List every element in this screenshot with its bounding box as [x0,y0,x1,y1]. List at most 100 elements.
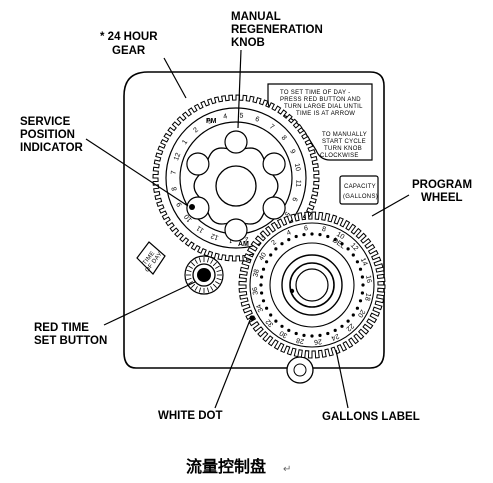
program-pin [358,267,363,271]
button-ridge [198,257,201,263]
button-ridge [216,269,222,272]
hour-numeral: 11 [195,224,205,234]
program-numeral: 6 [304,225,309,232]
hour-numeral: 10 [183,213,193,224]
program-pin [351,253,355,257]
hour-numeral: 5 [283,210,291,217]
hour-numeral: 9 [176,201,184,208]
hour-numeral: 2 [192,126,200,134]
button-ridge [188,265,193,269]
program-pin [274,319,278,323]
button-ridge [212,262,217,267]
program-pin [358,299,363,303]
knob-lobe [224,130,248,154]
button-ridge [191,262,196,267]
button-ridge [215,281,220,285]
knob-lobe [186,196,210,220]
hour-numeral: 8 [171,186,179,191]
program-pin [360,275,364,279]
program-pin [287,328,291,332]
program-numeral: 24 [330,332,340,342]
program-pin [261,299,266,303]
manual-regeneration-knob[interactable] [186,130,286,242]
button-ridge [215,265,220,269]
program-pin [280,324,284,328]
service-position-indicator [189,204,195,210]
capacity-label: CAPACITY [344,184,376,190]
set-time-instruction-1: TO SET TIME OF DAY - [280,90,350,96]
gallons-label: GALLONS LABEL [322,411,420,423]
caption-return-mark: ↵ [283,464,291,475]
program-numeral: 4 [286,229,293,237]
set-time-instruction-2: PRESS RED BUTTON AND [280,97,361,103]
button-ridge [210,259,214,264]
program-pin [260,291,264,295]
program-numeral: 34 [256,303,266,313]
program-label-1: PROGRAM [412,179,472,191]
red-button-label-2: SET BUTTON [34,335,107,347]
program-numeral: 36 [252,287,260,296]
hour-numeral: 6 [290,196,298,202]
manual-knob-label-3: KNOB [231,37,265,49]
knob-lobe [262,196,286,220]
white-dot-label: WHITE DOT [158,410,223,422]
hour-numeral: 2 [244,235,249,243]
program-pin [346,319,350,323]
program-pin [260,275,264,279]
program-numeral: 38 [252,269,260,278]
hour-numeral: 10 [293,163,301,172]
button-ridge [191,283,196,288]
program-pin [340,324,344,328]
bottom-plug-inner [293,363,307,377]
program-hub-core [295,268,329,302]
button-ridge [194,259,198,264]
program-numeral: 20 [356,308,366,318]
button-ridge [186,278,192,281]
program-numeral: 12 [349,242,359,253]
program-pin [318,233,322,237]
program-numeral: 14 [359,257,369,267]
capacity-unit: (GALLONS) [343,194,378,200]
set-time-instruction-4: TIME IS AT ARROW [296,111,355,117]
button-ridge [194,286,198,291]
program-numeral: 16 [364,275,372,284]
program-pin [259,283,263,287]
program-pin [274,247,278,251]
program-pin [333,238,337,242]
button-ridge [198,287,201,293]
button-ridge [207,257,210,263]
program-numeral: 22 [344,322,355,332]
program-pin [333,328,337,332]
service-label-3: INDICATOR [20,142,84,154]
white-dot [249,315,255,321]
program-pin [310,232,314,236]
knob-lobe [224,218,248,242]
program-pin [310,334,314,338]
knob-lobe [262,152,286,176]
program-label-2: WHEEL [421,192,463,204]
hour-numeral: 7 [268,123,275,131]
hour-numeral: 5 [239,113,244,120]
program-numeral: 28 [296,336,305,344]
hour-numeral: 11 [294,179,302,187]
button-ridge [188,281,193,285]
gear-24h-label-2: GEAR [112,45,146,57]
red-time-set-button[interactable] [184,255,224,295]
hour-numeral: 6 [254,116,260,124]
program-pin [360,291,364,295]
gear-24h-label-1: * 24 HOUR [100,31,158,43]
program-pin [265,306,269,310]
program-pin [269,253,273,257]
manual-start-instruction-3: TURN KNOB [324,146,362,152]
program-wheel-dot [289,288,295,294]
program-numeral: 10 [335,231,345,241]
button-ridge [207,287,210,293]
manual-start-instruction-2: START CYCLE [322,139,366,145]
program-numeral: 30 [279,329,289,339]
manual-knob-label-1: MANUAL [231,11,281,23]
hour-numeral: 9 [288,149,296,156]
caption: 流量控制盘 [186,457,266,476]
program-pin [280,242,284,246]
